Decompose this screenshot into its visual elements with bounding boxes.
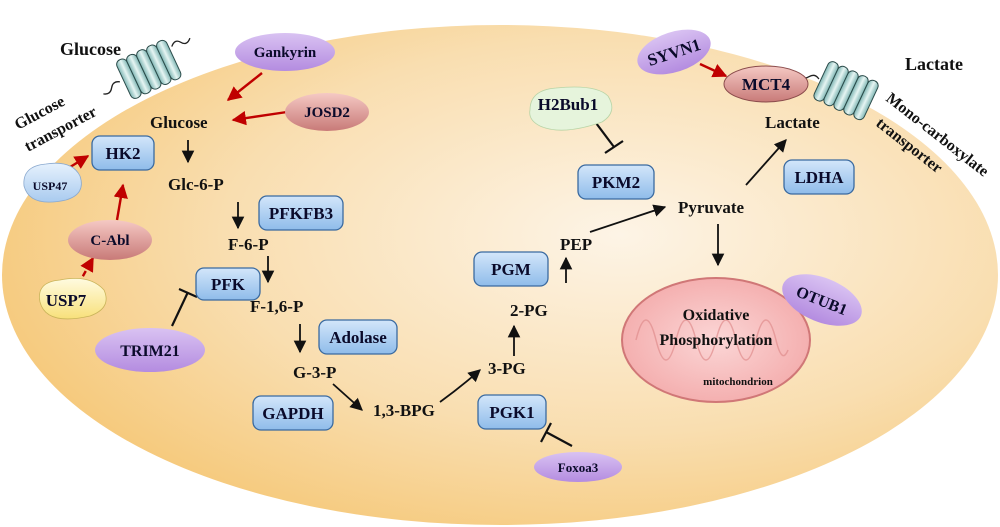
metabolite-pep: PEP [560,235,592,254]
enzyme-pkm2-label: PKM2 [592,173,640,192]
regulator-gankyrin: Gankyrin [235,33,335,71]
inhibition-lines [171,122,624,447]
metabolite-3pg: 3-PG [488,359,526,378]
enzyme-gapdh: GAPDH [252,395,334,431]
pathway-arrows [181,139,787,411]
glucose-transporter-icon [103,37,191,99]
enzyme-pfk-label: PFK [211,275,246,294]
metabolite-f6p: F-6-P [228,235,269,254]
enzyme-gapdh-label: GAPDH [262,404,323,423]
enzyme-hk2: HK2 [91,135,155,171]
metabolite-13bpg: 1,3-BPG [373,401,435,420]
mct-transporter-icon [798,61,879,121]
enzyme-pgm: PGM [473,251,549,287]
enzyme-pfkfb3-label: PFKFB3 [269,204,333,223]
regulator-syvn1: SYVN1 [637,29,711,75]
regulator-gankyrin-label: Gankyrin [254,45,317,61]
enzyme-hk2-label: HK2 [106,144,141,163]
regulator-usp47: USP47 [23,162,82,203]
enzyme-pkm2: PKM2 [577,164,655,200]
enzyme-pfkfb3: PFKFB3 [258,195,344,231]
glucose-outside-label: Glucose [60,39,121,59]
regulator-usp47-label: USP47 [33,179,68,193]
regulator-usp7: USP7 [39,277,107,320]
regulator-josd2-label: JOSD2 [304,105,350,121]
enzyme-pfk: PFK [195,267,261,301]
metabolite-f16p: F-1,6-P [250,297,303,316]
lactate-outside-label: Lactate [905,54,963,74]
enzyme-mct4: MCT4 [723,65,809,103]
regulator-h2bub1-label: H2Bub1 [538,95,598,114]
regulator-josd2: JOSD2 [285,93,369,131]
enzyme-ldha: LDHA [783,159,855,195]
regulator-foxoa3-label: Foxoa3 [558,460,599,475]
metabolite-glc6p: Glc-6-P [168,175,224,194]
mitochondrion: Oxidative Phosphorylation mitochondrion [621,277,811,403]
enzyme-mct4-label: MCT4 [742,75,791,94]
regulator-foxoa3: Foxoa3 [534,452,622,482]
mito-name: mitochondrion [703,376,773,388]
enzyme-adolase-label: Adolase [329,328,387,347]
metabolite-2pg: 2-PG [510,301,548,320]
regulator-otub1: OTUB1 [782,274,862,326]
regulator-cabl: C-Abl [68,220,152,260]
enzyme-pgk1-label: PGK1 [489,403,534,422]
regulator-trim21-label: TRIM21 [120,343,180,360]
regulator-h2bub1: H2Bub1 [529,86,613,131]
enzyme-pgm-label: PGM [491,260,531,279]
mito-line2: Phosphorylation [660,332,773,349]
metabolite-g3p: G-3-P [293,363,336,382]
mito-line1: Oxidative [683,307,750,324]
metabolite-pyruvate: Pyruvate [678,198,745,217]
enzyme-pgk1: PGK1 [477,394,547,430]
enzyme-ldha-label: LDHA [794,168,844,187]
regulator-usp7-label: USP7 [46,291,87,310]
metabolite-glucose: Glucose [150,113,208,132]
enzyme-adolase: Adolase [318,319,398,355]
metabolite-lactate: Lactate [765,113,820,132]
regulator-trim21: TRIM21 [95,328,205,372]
regulator-cabl-label: C-Abl [90,233,129,249]
